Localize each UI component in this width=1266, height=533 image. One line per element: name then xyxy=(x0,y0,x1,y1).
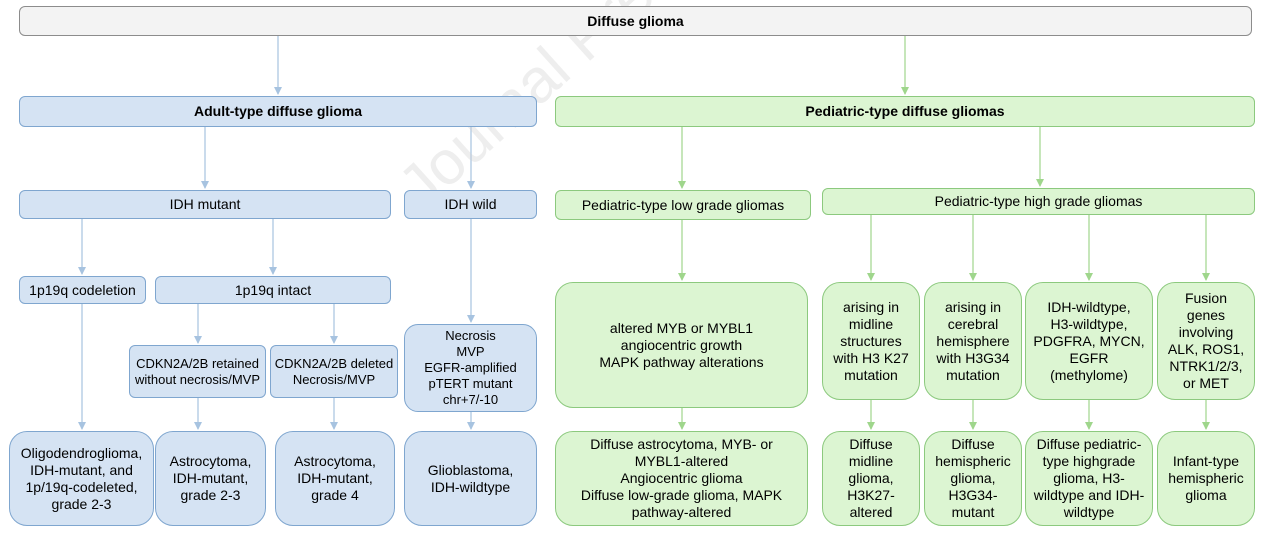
astrocytoma-grade-4-node: Astrocytoma, IDH-mutant, grade 4 xyxy=(275,431,395,526)
adult-type-node: Adult-type diffuse glioma xyxy=(19,96,537,127)
pediatric-type-node: Pediatric-type diffuse gliomas xyxy=(555,96,1255,127)
pediatric-high-grade-result-node: Diffuse pediatric- type highgrade glioma… xyxy=(1025,431,1153,526)
root-node: Diffuse glioma xyxy=(19,6,1252,36)
infant-type-glioma-node: Infant-type hemispheric glioma xyxy=(1157,431,1255,526)
intact-node: 1p19q intact xyxy=(155,276,391,304)
codeletion-node: 1p19q codeletion xyxy=(19,276,146,304)
oligodendroglioma-node: Oligodendroglioma, IDH-mutant, and 1p/19… xyxy=(9,431,154,526)
hemisphere-features-node: arising in cerebral hemisphere with H3G3… xyxy=(924,282,1022,400)
low-grade-features-node: altered MYB or MYBL1 angiocentric growth… xyxy=(555,282,808,408)
cdkn-deleted-node: CDKN2A/2B deleted Necrosis/MVP xyxy=(270,345,398,398)
low-grade-result-node: Diffuse astrocytoma, MYB- or MYBL1-alter… xyxy=(555,431,808,526)
idh-wildtype-features-node: IDH-wildtype, H3-wildtype, PDGFRA, MYCN,… xyxy=(1025,282,1153,400)
midline-glioma-node: Diffuse midline glioma, H3K27- altered xyxy=(822,431,920,526)
cdkn-retained-node: CDKN2A/2B retained without necrosis/MVP xyxy=(129,345,266,398)
idh-wild-node: IDH wild xyxy=(404,190,537,219)
astrocytoma-grade-2-3-node: Astrocytoma, IDH-mutant, grade 2-3 xyxy=(155,431,266,526)
gbm-features-node: Necrosis MVP EGFR-amplified pTERT mutant… xyxy=(404,324,537,412)
hemispheric-glioma-node: Diffuse hemispheric glioma, H3G34- mutan… xyxy=(924,431,1022,526)
glioblastoma-node: Glioblastoma, IDH-wildtype xyxy=(404,431,537,526)
fusion-features-node: Fusion genes involving ALK, ROS1, NTRK1/… xyxy=(1157,282,1255,400)
idh-mutant-node: IDH mutant xyxy=(19,190,391,219)
midline-features-node: arising in midline structures with H3 K2… xyxy=(822,282,920,400)
pediatric-high-grade-node: Pediatric-type high grade gliomas xyxy=(822,188,1255,215)
pediatric-low-grade-node: Pediatric-type low grade gliomas xyxy=(555,190,811,220)
